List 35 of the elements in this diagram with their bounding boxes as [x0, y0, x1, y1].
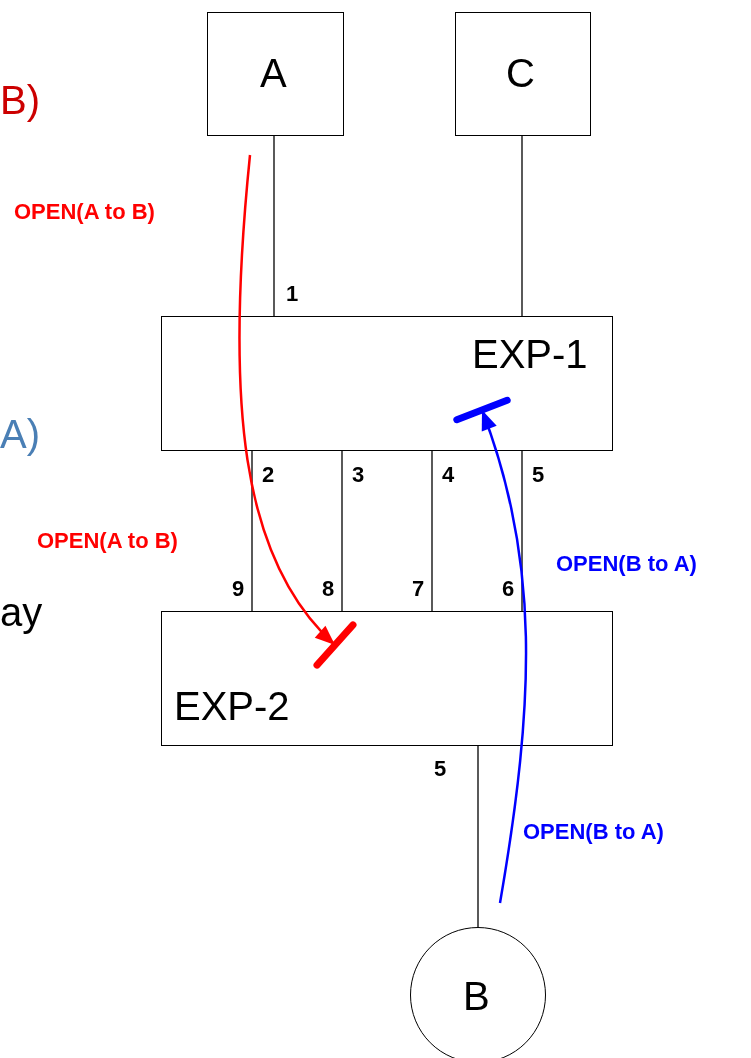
connector-line: [521, 450, 523, 612]
connector-line: [251, 450, 253, 612]
cropped-text: A): [0, 412, 40, 456]
port-number: 2: [262, 463, 275, 487]
node-label: A: [260, 51, 287, 95]
device-box: [161, 611, 613, 746]
cropped-text: ay: [0, 590, 43, 634]
cropped-text: B): [0, 78, 40, 122]
device-box: [455, 12, 591, 136]
edge-label: OPEN(B to A): [523, 820, 664, 844]
port-number: 7: [412, 577, 425, 601]
port-number: 9: [232, 577, 245, 601]
port-number: 4: [442, 463, 455, 487]
open-label: OPEN(B to A): [556, 552, 697, 576]
node-label: C: [506, 51, 535, 95]
connector-line: [341, 450, 343, 612]
device-box: [207, 12, 344, 136]
port-number: 1: [286, 282, 299, 306]
port-number: 8: [322, 577, 335, 601]
open-label: OPEN(A to B): [37, 529, 178, 553]
connector-line: [273, 135, 275, 317]
blocked-arrow: [238, 154, 358, 668]
port-number: 5: [434, 757, 447, 781]
blocked-arrow: [453, 397, 528, 904]
port-number: 6: [502, 577, 515, 601]
device-box: [161, 316, 613, 451]
node-label: EXP-2: [174, 684, 290, 728]
port-number: 5: [532, 463, 545, 487]
node-label: B: [463, 974, 490, 1018]
connector-line: [521, 135, 523, 317]
port-number: 3: [352, 463, 365, 487]
node-label: EXP-1: [472, 332, 588, 376]
connector-line: [431, 450, 433, 612]
connector-line: [477, 745, 479, 928]
edge-label: OPEN(A to B): [14, 200, 155, 224]
